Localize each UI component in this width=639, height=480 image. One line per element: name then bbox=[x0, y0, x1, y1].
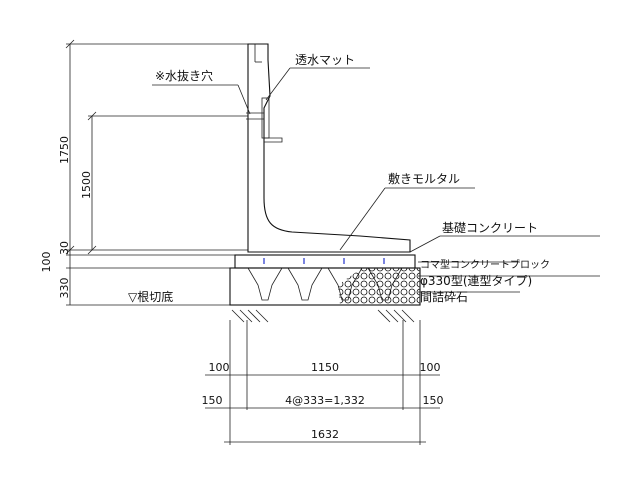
dim-100-left: 100 bbox=[209, 361, 230, 374]
label-drain-hole: ※水抜き穴 bbox=[155, 68, 213, 83]
dim-30: 30 bbox=[58, 241, 71, 255]
dim-150-right: 150 bbox=[423, 394, 444, 407]
dim-150-left: 150 bbox=[202, 394, 223, 407]
retaining-wall bbox=[246, 43, 411, 253]
dim-1150: 1150 bbox=[311, 361, 339, 374]
left-dimension-lines bbox=[65, 39, 248, 306]
dim-1500: 1500 bbox=[80, 171, 93, 199]
label-excavation: ▽根切底 bbox=[128, 289, 173, 304]
label-koma-block: コマ型コンクリートブロック bbox=[420, 258, 550, 271]
ground-hatch bbox=[231, 309, 415, 323]
label-mortar: 敷きモルタル bbox=[388, 171, 460, 186]
label-phi330: φ330型(連型タイプ) bbox=[420, 274, 532, 288]
dim-4at333: 4@333=1,332 bbox=[285, 394, 365, 407]
dim-1750: 1750 bbox=[58, 136, 71, 164]
koma-block bbox=[229, 258, 421, 306]
dim-100: 100 bbox=[40, 252, 53, 273]
dim-100-right: 100 bbox=[420, 361, 441, 374]
label-mat: 透水マット bbox=[295, 53, 355, 67]
dim-1632: 1632 bbox=[311, 428, 339, 441]
bottom-dimension-lines bbox=[205, 320, 440, 445]
label-gravel: 間詰砕石 bbox=[420, 289, 468, 304]
dim-330: 330 bbox=[58, 278, 71, 299]
label-base-concrete: 基礎コンクリート bbox=[442, 221, 538, 235]
leader-lines bbox=[152, 67, 600, 293]
base-concrete bbox=[234, 254, 416, 269]
